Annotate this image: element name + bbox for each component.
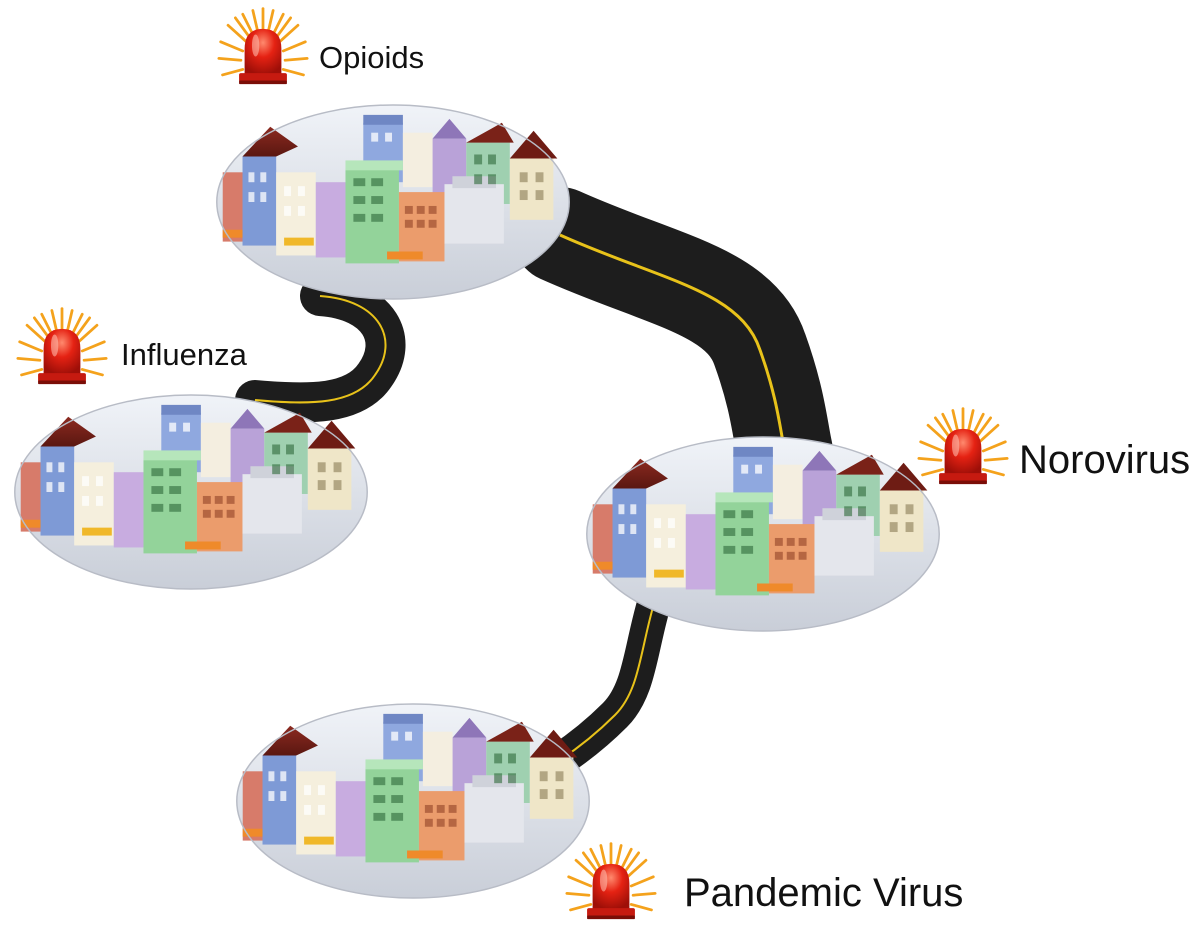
- label-norovirus: Norovirus: [1019, 438, 1191, 482]
- town-opioids: [216, 104, 570, 300]
- road-opioids-norovirus: [508, 183, 837, 504]
- label-influenza: Influenza: [121, 337, 247, 372]
- road-opioids-influenza: [231, 272, 410, 427]
- town-pandemic: [236, 703, 590, 899]
- alarm-beacon-icon: [917, 407, 1009, 486]
- town-influenza: [14, 394, 368, 590]
- road-norovirus-pandemic: [539, 579, 676, 781]
- alarm-beacon-icon: [217, 7, 309, 86]
- town-norovirus: [586, 436, 940, 632]
- label-opioids: Opioids: [319, 40, 425, 75]
- alarm-beacon-icon: [565, 842, 657, 921]
- alarm-beacon-icon: [16, 307, 108, 386]
- label-pandemic-virus: Pandemic Virus: [684, 871, 964, 915]
